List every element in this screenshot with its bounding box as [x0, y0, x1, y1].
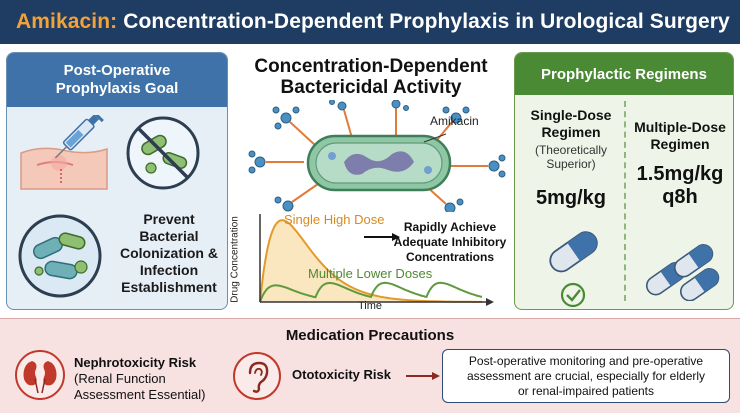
monitoring-note-line: Post-operative monitoring and pre-operat… [468, 354, 704, 368]
multiple-capsules-icon [645, 244, 720, 301]
ototoxicity-title: Ototoxicity Risk [292, 367, 391, 382]
single-dose-title: Single-Dose Regimen [519, 107, 623, 141]
nephrotoxicity-title: Nephrotoxicity Risk [74, 355, 197, 370]
multiple-dose-column: Multiple-Dose Regimen 1.5mg/kg q8h [627, 119, 733, 209]
goal-line: Infection [139, 262, 199, 278]
single-dose-value: 5mg/kg [535, 187, 607, 209]
single-capsule-icon [549, 231, 598, 308]
precautions-heading: Medication Precautions [285, 327, 455, 344]
nephrotoxicity-block: Nephrotoxicity Risk (Renal Function Asse… [74, 355, 206, 403]
concentration-time-graph [259, 214, 494, 306]
check-circle-icon [560, 282, 586, 308]
single-dose-note: (Theoretically Superior) [519, 143, 623, 171]
multiple-dose-title: Multiple-Dose Regimen [627, 119, 733, 153]
nephrotoxicity-note: (Renal Function [74, 371, 166, 386]
outcome-line: Adequate Inhibitory [393, 235, 507, 249]
single-title-line: Regimen [541, 124, 601, 140]
outcome-line: Concentrations [405, 250, 494, 264]
heading-line: Post-Operative [63, 62, 171, 79]
drug-name: Amikacin: [16, 10, 118, 33]
ear-icon [233, 352, 281, 400]
multiple-dose-value: 1.5mg/kg q8h [627, 163, 733, 209]
bacterium-illustration [248, 100, 506, 212]
center-title-line: Bactericidal Activity [280, 77, 462, 98]
bacteria-colony-icon [18, 214, 102, 298]
outcome-arrow-icon [364, 233, 400, 241]
goal-line: Prevent [143, 211, 195, 227]
single-dose-area [260, 220, 482, 302]
precaution-arrow-icon [406, 372, 440, 380]
page-title: Amikacin: Concentration-Dependent Prophy… [16, 10, 730, 34]
syringe-injection-icon [20, 115, 108, 190]
single-dose-label: Single High Dose [284, 212, 385, 227]
monitoring-note-line: assessment are crucial, especially for e… [466, 369, 706, 383]
kidney-icon [15, 350, 65, 400]
multiple-title-line: Regimen [650, 136, 710, 152]
multiple-dose-curve [259, 281, 483, 303]
precautions-section: Medication Precautions Nephrotoxicity Ri… [0, 318, 740, 413]
header-banner: Amikacin: Concentration-Dependent Prophy… [0, 0, 740, 44]
multiple-dose-label: Multiple Lower Doses [308, 266, 433, 281]
center-title-line: Concentration-Dependent [254, 56, 488, 77]
regimen-divider [624, 101, 626, 301]
goal-line: Colonization & [120, 245, 218, 261]
single-note-line: Superior) [546, 157, 596, 171]
nephrotoxicity-note: Assessment Essential) [74, 387, 206, 402]
regimens-heading: Prophylactic Regimens [515, 53, 733, 95]
goal-line: Bacterial [139, 228, 199, 244]
title-text: Concentration-Dependent Prophylaxis in U… [117, 10, 730, 33]
graph-xlabel: Time [358, 300, 383, 312]
single-title-line: Single-Dose [530, 107, 612, 123]
amikacin-label: Amikacin [430, 114, 479, 128]
regimens-panel: Prophylactic Regimens Single-Dose Regime… [514, 52, 734, 310]
graph-ylabel: Drug Concentration [229, 216, 241, 303]
multiple-dose-line: q8h [662, 186, 698, 208]
multiple-dose-line: 1.5mg/kg [636, 163, 724, 185]
single-dose-column: Single-Dose Regimen (Theoretically Super… [519, 107, 623, 210]
multiple-title-line: Multiple-Dose [634, 119, 726, 135]
heading-line: Prophylaxis Goal [55, 80, 179, 97]
monitoring-note-line: or renal-impaired patients [517, 384, 655, 398]
single-note-line: (Theoretically [534, 143, 608, 157]
center-title: Concentration-Dependent Bactericidal Act… [236, 56, 506, 98]
goal-line: Establishment [121, 279, 217, 295]
no-bacteria-icon [126, 116, 200, 190]
prophylaxis-goal-text: Prevent Bacterial Colonization & Infecti… [113, 211, 225, 296]
outcome-line: Rapidly Achieve [403, 220, 497, 234]
outcome-text: Rapidly Achieve Adequate Inhibitory Conc… [390, 220, 510, 265]
monitoring-note-box: Post-operative monitoring and pre-operat… [442, 349, 730, 403]
